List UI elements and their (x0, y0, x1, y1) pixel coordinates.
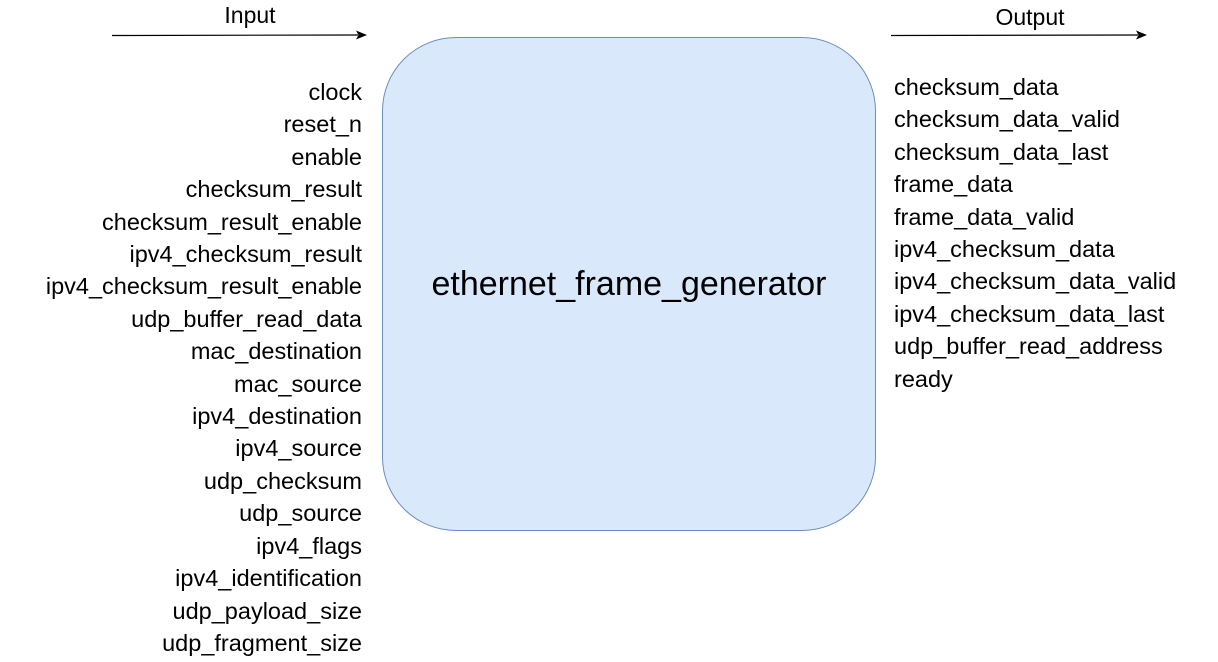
output-port: checksum_data_last (894, 138, 1109, 165)
input-port: udp_buffer_read_data (131, 305, 362, 332)
input-port: mac_destination (190, 338, 362, 365)
input-port: ipv4_destination (192, 403, 362, 430)
output-port: frame_data_valid (894, 203, 1075, 230)
input-port: checksum_result (185, 176, 362, 203)
input-port: mac_source (234, 370, 362, 397)
input-port: ipv4_identification (175, 565, 362, 592)
output-port: frame_data (894, 171, 1013, 198)
input-port: ipv4_flags (256, 532, 362, 559)
output-port: ready (894, 365, 953, 392)
output-port: ipv4_checksum_data (894, 236, 1115, 263)
input-port: enable (291, 143, 362, 170)
output-port: checksum_data_valid (894, 106, 1120, 133)
input-port: udp_source (239, 500, 362, 527)
input-port: ipv4_source (235, 435, 362, 462)
output-port: udp_buffer_read_address (894, 333, 1163, 360)
output-arrow (890, 30, 1147, 40)
input-port: reset_n (283, 111, 362, 138)
output-port-list: checksum_data checksum_data_valid checksum… (894, 71, 1176, 395)
input-port: udp_payload_size (172, 597, 362, 624)
output-port: ipv4_checksum_data_last (894, 300, 1165, 327)
output-header: Output (995, 4, 1065, 30)
input-port: checksum_result_enable (102, 208, 362, 235)
input-port: ipv4_checksum_result (129, 241, 363, 268)
module-block: ethernet_frame_generator (382, 37, 876, 531)
module-name: ethernet_frame_generator (431, 265, 827, 303)
input-arrow (111, 30, 367, 40)
output-port: ipv4_checksum_data_valid (894, 268, 1177, 295)
input-port: udp_checksum (203, 467, 362, 494)
input-port: clock (308, 79, 362, 105)
input-header: Input (224, 2, 276, 28)
output-port: checksum_data (894, 74, 1059, 100)
input-port: ipv4_checksum_result_enable (45, 273, 362, 300)
input-port: udp_fragment_size (162, 629, 362, 656)
